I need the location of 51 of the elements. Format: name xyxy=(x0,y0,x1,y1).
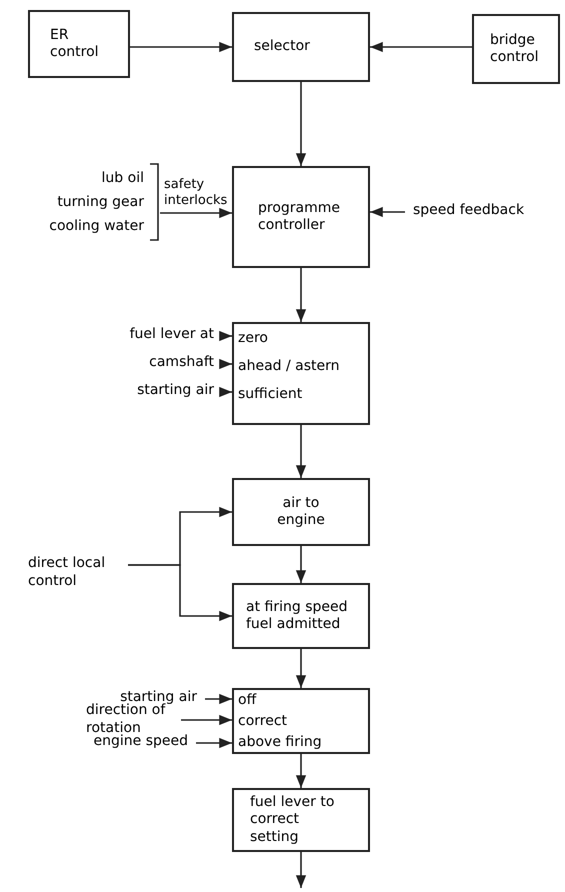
process-box xyxy=(232,166,370,268)
process-box xyxy=(28,10,130,78)
arrow xyxy=(296,82,306,166)
process-box xyxy=(232,478,370,546)
input-label: camshaft xyxy=(149,354,214,372)
arrow xyxy=(219,386,232,398)
process-box xyxy=(232,788,370,852)
condition-text: sufficient xyxy=(238,386,302,402)
arrow xyxy=(128,564,232,622)
process-box xyxy=(232,583,370,649)
box-text: at firing speed fuel admitted xyxy=(246,598,348,634)
interlock-text: cooling water xyxy=(49,217,144,236)
box-text: ER control xyxy=(50,26,96,62)
box-text: bridge control xyxy=(490,32,540,66)
arrow xyxy=(296,268,306,322)
box-text: programme controller xyxy=(258,200,342,234)
edge-label: safety interlocks xyxy=(163,177,228,210)
arrow xyxy=(296,546,306,583)
arrow xyxy=(196,738,232,748)
condition-box xyxy=(232,322,370,425)
arrow xyxy=(219,330,232,342)
condition-box xyxy=(232,688,370,754)
input-label: engine speed xyxy=(94,733,188,750)
input-label: direct local control xyxy=(28,555,106,590)
arrow xyxy=(219,358,232,370)
arrow xyxy=(370,206,405,218)
condition-text: ahead / astern xyxy=(238,358,340,374)
arrow xyxy=(205,694,232,704)
arrow xyxy=(370,42,472,52)
arrow xyxy=(296,852,306,888)
arrow xyxy=(181,714,232,726)
condition-text: zero xyxy=(238,330,268,346)
interlock-text: turning gear xyxy=(57,193,144,212)
input-label: speed feedback xyxy=(413,202,524,220)
box-text: air to engine xyxy=(276,494,326,530)
box-text: selector xyxy=(254,38,311,56)
interlock-text: lub oil xyxy=(102,169,144,188)
arrow xyxy=(296,649,306,688)
box-text: fuel lever to correct setting xyxy=(250,794,336,846)
condition-text: correct xyxy=(238,713,288,729)
process-box xyxy=(232,12,370,82)
process-box xyxy=(472,14,560,84)
arrow xyxy=(160,208,232,218)
input-label: starting air xyxy=(120,689,197,705)
arrow xyxy=(296,425,306,478)
condition-text: above firing xyxy=(238,734,322,750)
input-label: starting air xyxy=(137,382,214,400)
arrow xyxy=(130,42,232,52)
input-label: fuel lever at xyxy=(130,326,214,344)
condition-text: off xyxy=(238,692,256,708)
arrow xyxy=(296,754,306,788)
